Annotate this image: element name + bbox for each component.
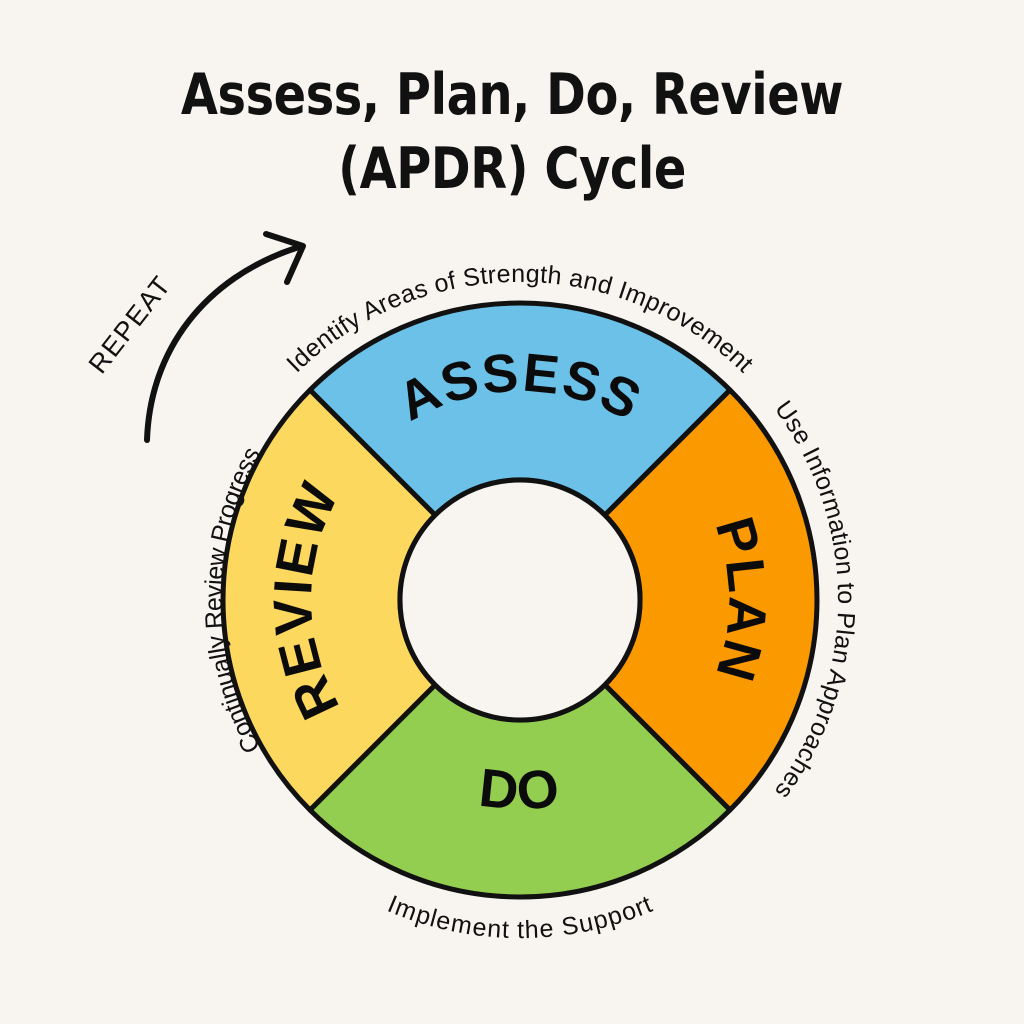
- repeat-annotation: REPEAT: [83, 231, 306, 443]
- slice-do-label-text: DO: [476, 758, 561, 822]
- slice-do[interactable]: DO: [307, 682, 733, 900]
- curved-arrow-head-icon: [263, 231, 306, 285]
- slice-do-label: DO: [476, 758, 563, 822]
- slice-assess[interactable]: ASSESS: [307, 300, 733, 518]
- slice-plan[interactable]: PLAN: [602, 387, 820, 813]
- slice-review[interactable]: REVIEW: [220, 387, 438, 813]
- cycle-center-hub: [397, 477, 643, 723]
- curved-arrow-clockwise-icon: [144, 245, 299, 443]
